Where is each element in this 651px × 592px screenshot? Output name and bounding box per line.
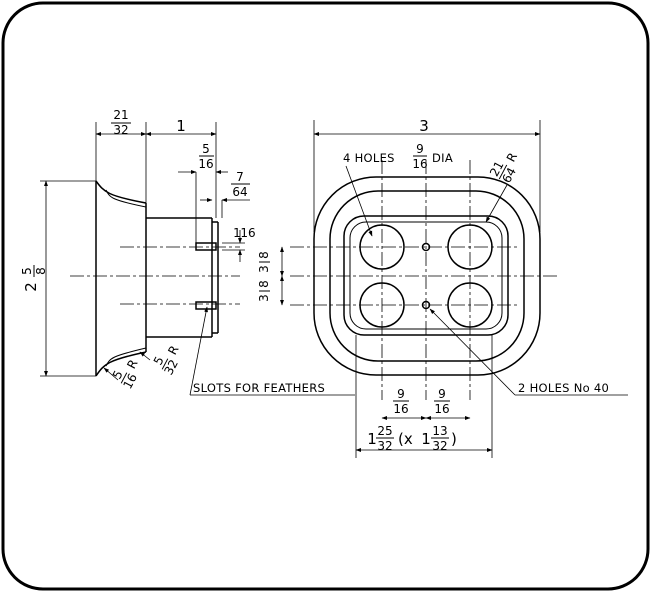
lip-frac-num: 7 — [236, 170, 244, 184]
overall-a-den: 32 — [377, 439, 392, 453]
lip-frac-den: 64 — [232, 185, 247, 199]
overall-b-num: 13 — [432, 424, 447, 438]
spacing-h1-den: 16 — [393, 402, 408, 416]
length-frac-num: 21 — [113, 108, 128, 122]
height-frac-den: 8 — [34, 267, 48, 275]
length-whole: 1 — [176, 117, 186, 135]
spacing-v2-den: 8 — [257, 280, 271, 288]
radius-large-den: 32 — [161, 357, 181, 377]
holes-label: 4 HOLES — [343, 151, 395, 165]
overall-b-den: 32 — [432, 439, 447, 453]
corner-suffix: R — [504, 150, 520, 164]
flange-frac-den: 16 — [198, 157, 213, 171]
width-whole: 3 — [419, 117, 429, 135]
holes-frac-num: 9 — [416, 142, 424, 156]
spacing-v1-den: 8 — [257, 251, 271, 259]
side-text: 21 32 1 5 16 7 64 1 16 2 5 8 5 16 R 5 — [20, 108, 325, 395]
spacing-v1-num: 3 — [257, 265, 271, 273]
slots-label: SLOTS FOR FEATHERS — [193, 381, 325, 395]
front-center-lines — [290, 160, 560, 400]
length-frac-den: 32 — [113, 123, 128, 137]
side-dimensions — [40, 122, 355, 396]
front-text: 3 4 HOLES 9 16 DIA 21 64 R 3 8 3 8 9 16 … — [257, 117, 609, 453]
height-whole: 2 — [22, 282, 40, 292]
side-view — [95, 180, 219, 377]
spacing-h2-num: 9 — [438, 387, 446, 401]
overall-close: ) — [451, 430, 457, 448]
height-frac-num: 5 — [20, 267, 34, 275]
overall-x: (x — [398, 430, 413, 448]
radius-small-suffix: R — [124, 357, 140, 371]
small-holes-label: 2 HOLES No 40 — [518, 381, 609, 395]
holes-suffix: DIA — [432, 151, 453, 165]
front-dimensions — [280, 120, 628, 458]
spacing-v2-num: 3 — [257, 294, 271, 302]
slot-frac-num: 1 — [233, 226, 241, 240]
spacing-h1-num: 9 — [397, 387, 405, 401]
overall-b-whole: 1 — [421, 430, 431, 448]
holes-frac-den: 16 — [412, 157, 427, 171]
overall-a-num: 25 — [377, 424, 392, 438]
corner-frac-den: 64 — [499, 165, 519, 185]
radius-large-suffix: R — [165, 343, 181, 357]
spacing-h2-den: 16 — [434, 402, 449, 416]
slot-frac-den: 16 — [240, 226, 255, 240]
side-center-lines — [70, 246, 240, 305]
overall-a-whole: 1 — [367, 430, 377, 448]
radius-small-den: 16 — [120, 371, 140, 391]
flange-frac-num: 5 — [202, 142, 210, 156]
